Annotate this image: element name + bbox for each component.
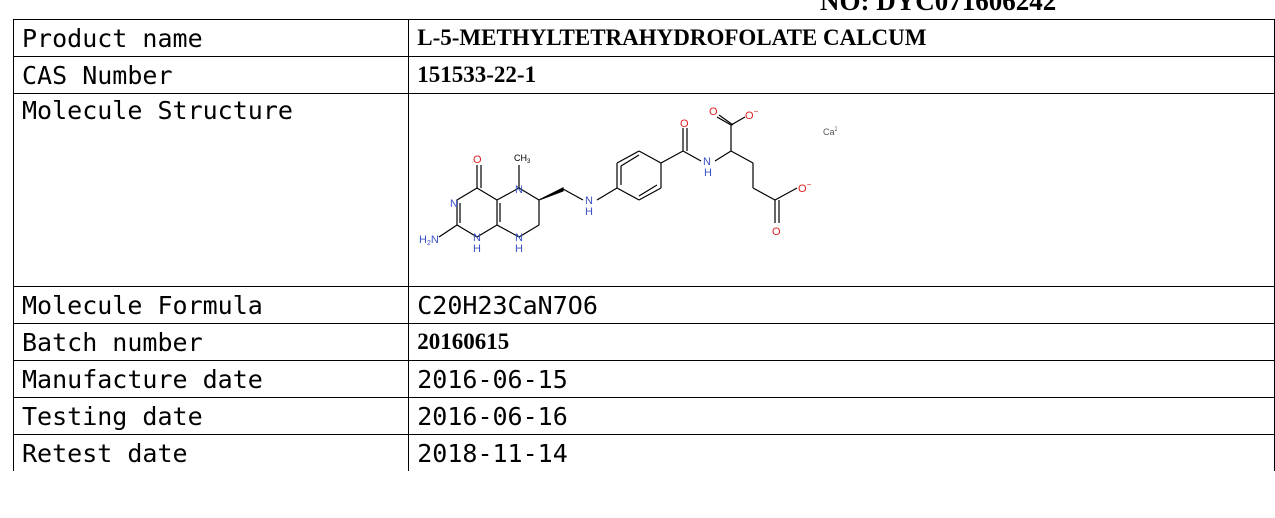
row-label: CAS Number [12, 56, 410, 94]
table-row: Testing date 2016-06-16 [12, 397, 1275, 435]
row-label: Batch number [12, 323, 410, 361]
table-row: Retest date 2018-11-14 [12, 434, 1275, 471]
atom-label: H [585, 206, 593, 218]
atom-label: H [704, 167, 712, 179]
atom-label: N [585, 195, 593, 207]
testing-date-value: 2016-06-16 [408, 397, 1275, 435]
atom-label: CH3 [514, 153, 531, 165]
atom-label: O [680, 118, 689, 130]
product-name-value: L-5-METHYLTETRAHYDROFOLATE CALCUM [408, 19, 1275, 57]
calcium-ion-label: Ca2+ [823, 127, 837, 137]
atom-label: N [473, 232, 481, 244]
molecule-structure-drawing: O N N CH3 H2N N H N H N H O N H [419, 106, 837, 255]
table-row: CAS Number 151533-22-1 [12, 56, 1275, 94]
atom-label: O− [745, 107, 759, 122]
batch-number-value: 20160615 [408, 323, 1275, 361]
atom-label: H [515, 243, 523, 255]
atom-label: O− [798, 180, 812, 195]
table-row: Molecule Structure [12, 93, 1275, 287]
row-label: Molecule Structure [12, 93, 410, 287]
manufacture-date-value: 2016-06-15 [408, 360, 1275, 398]
atom-label: N [515, 232, 523, 244]
table-row: Batch number 20160615 [12, 323, 1275, 361]
table-row: Manufacture date 2016-06-15 [12, 360, 1275, 398]
row-label: Product name [12, 19, 410, 57]
molecule-structure-image: O N N CH3 H2N N H N H N H O N H [417, 103, 1273, 278]
atom-label: N [703, 156, 711, 168]
table-row: Molecule Formula C20H23CaN7O6 [12, 286, 1275, 324]
row-label: Testing date [12, 397, 410, 435]
cas-number-value: 151533-22-1 [408, 56, 1275, 94]
row-label: Manufacture date [12, 360, 410, 398]
atom-label: H2N [419, 234, 439, 247]
row-label: Retest date [12, 434, 410, 471]
table-row: Product name L-5-METHYLTETRAHYDROFOLATE … [12, 19, 1275, 57]
atom-label: O [473, 154, 482, 166]
atom-label: O [709, 106, 718, 118]
atom-label: O [772, 226, 781, 238]
product-spec-table: Product name L-5-METHYLTETRAHYDROFOLATE … [12, 19, 1275, 471]
molecule-formula-value: C20H23CaN7O6 [408, 286, 1275, 324]
atom-label: N [450, 198, 458, 210]
molecule-structure-cell: O N N CH3 H2N N H N H N H O N H [408, 93, 1275, 287]
atom-label: H [473, 243, 481, 255]
retest-date-value: 2018-11-14 [408, 434, 1275, 471]
row-label: Molecule Formula [12, 286, 410, 324]
document-number: NO: DYC071606242 [820, 0, 1057, 16]
atom-label: N [515, 184, 523, 196]
